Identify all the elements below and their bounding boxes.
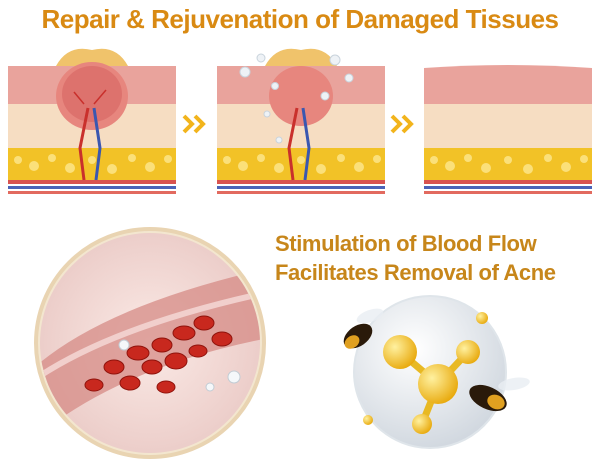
skin-panel-damaged xyxy=(8,48,176,196)
benefit-text: Stimulation of Blood Flow Facilitates Re… xyxy=(275,229,595,287)
chevron-right-icon xyxy=(182,114,206,134)
page-title: Repair & Rejuvenation of Damaged Tissues xyxy=(41,4,560,34)
benefit-line-2: Facilitates Removal of Acne xyxy=(275,260,556,285)
bee-icon xyxy=(469,377,530,412)
skin-panel-repaired xyxy=(424,48,592,196)
chevron-right-icon xyxy=(390,114,414,134)
benefit-line-1: Stimulation of Blood Flow xyxy=(275,231,537,256)
molecule-icon xyxy=(343,295,530,449)
skin-panel-healing xyxy=(217,48,385,196)
blood-vessel-illustration xyxy=(34,227,266,459)
bee-icon xyxy=(343,308,384,349)
